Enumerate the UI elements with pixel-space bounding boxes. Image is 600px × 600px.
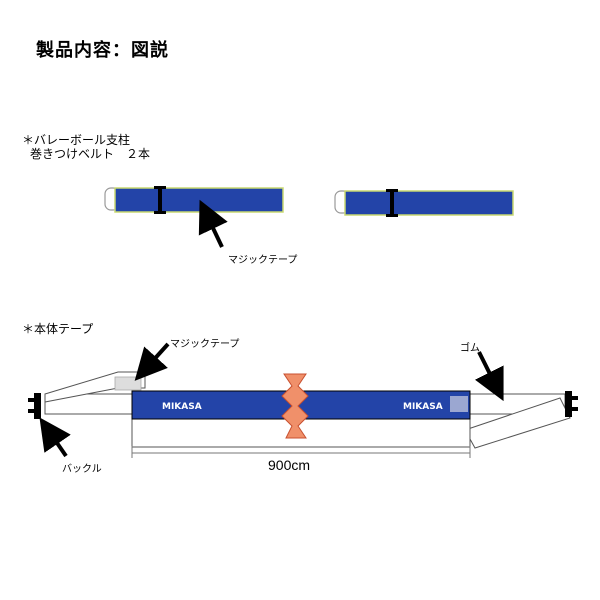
belt-velcro-callout: マジックテープ [228, 255, 298, 266]
tape-velcro-callout: マジックテープ [170, 339, 240, 350]
brand-logo-left: MIKASA [162, 402, 202, 412]
velcro-patch-right [450, 396, 468, 412]
tape-velcro-arrow-icon [134, 342, 170, 381]
page-title: 製品内容：図説 [36, 40, 169, 61]
rubber-callout: ゴム [460, 343, 480, 354]
section-belts-label-line2: 巻きつけベルト ２本 [30, 147, 151, 161]
buckle-callout: バックル [62, 464, 102, 475]
length-dimension-label: 900cm [268, 457, 311, 473]
velcro-patch-left [114, 376, 142, 391]
brand-logo-right: MIKASA [403, 402, 443, 412]
dimension-line [131, 446, 471, 458]
velcro-clip-icon [386, 189, 398, 217]
wrap-belt-right [334, 189, 514, 217]
belt-body [114, 187, 284, 213]
section-belts-label-line1: ＊バレーボール支柱 [22, 133, 131, 147]
velcro-clip-icon [154, 186, 166, 214]
section-belts-label: ＊バレーボール支柱 巻きつけベルト ２本 [22, 133, 150, 161]
buckle-arrow-icon [39, 417, 71, 458]
section-tape-label: ＊本体テープ [22, 322, 94, 336]
wrap-belt-left [104, 186, 284, 214]
tape-fold-right [464, 397, 571, 449]
buckle-left-icon [28, 393, 41, 419]
belt-body [344, 190, 514, 216]
length-break-icon [281, 373, 309, 439]
belt-velcro-arrow-icon [198, 199, 228, 248]
buckle-right-icon [565, 391, 578, 417]
main-tape: MIKASA MIKASA [28, 371, 578, 449]
rubber-arrow-icon [474, 351, 504, 402]
